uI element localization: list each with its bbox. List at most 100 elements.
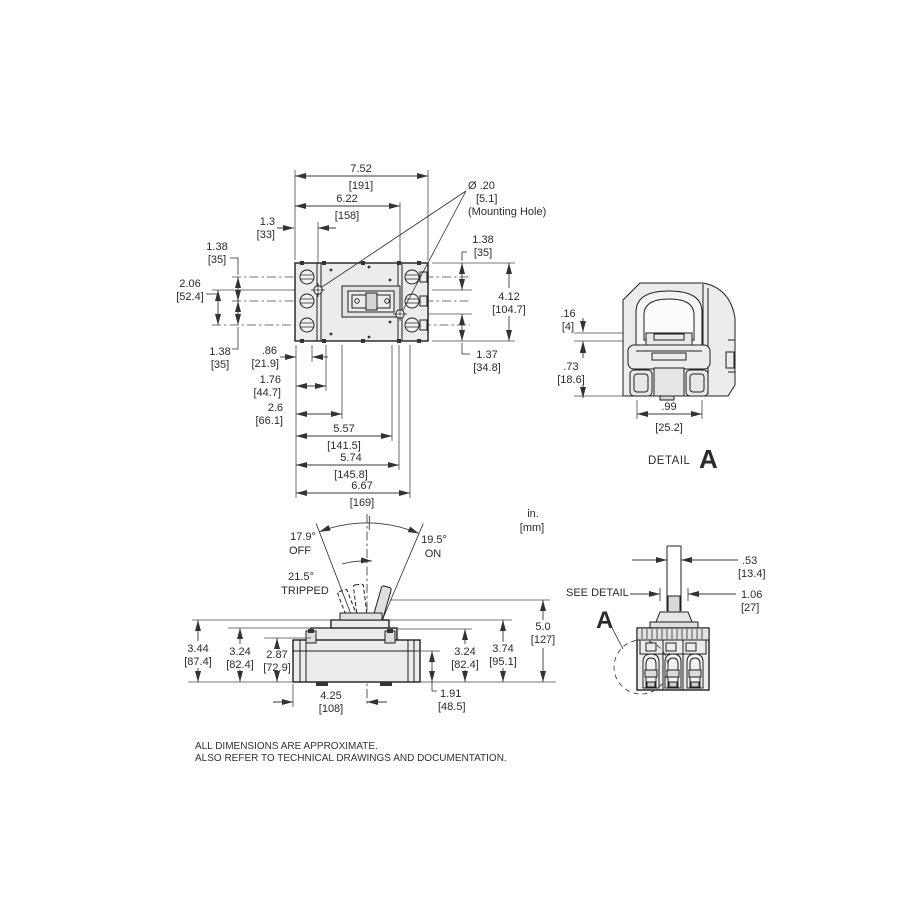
angle-on-label: ON: [425, 548, 442, 560]
lug-wing-right: [685, 369, 709, 397]
dim-left-top-mm: [35]: [208, 254, 226, 266]
dim-344-in: 3.44: [187, 643, 208, 655]
dim-overall-height-mm: [104.7]: [492, 304, 526, 316]
dim-425-mm: [108]: [319, 703, 343, 715]
dim-hole-offset-mm: [33]: [257, 229, 275, 241]
dim-574-mm: [145.8]: [334, 469, 368, 481]
dim-574-in: 5.74: [340, 452, 361, 464]
dim-287-in: 2.87: [266, 649, 287, 661]
dim-557-mm: [141.5]: [327, 440, 361, 452]
footer-notes: ALL DIMENSIONS ARE APPROXIMATE. ALSO REF…: [195, 741, 507, 764]
breaker-body-side: [292, 612, 421, 686]
dim-324l-mm: [82.4]: [226, 659, 254, 671]
dim-overall-width-mm: [191]: [349, 180, 373, 192]
handle-off-position: [337, 588, 361, 630]
detail-a-leader: [609, 623, 624, 650]
top-view-dimensions: 7.52 [191] 6.22 [158] 1.3 [33] Ø .20 [5.…: [176, 163, 546, 509]
end-view: SEE DETAIL A .53 [13.4] 1.06 [27]: [566, 545, 766, 695]
breaker-handle-top: [365, 292, 378, 311]
dim-557-in: 5.57: [333, 423, 354, 435]
dim-lip-mm: [4]: [562, 321, 574, 333]
dim-425-in: 4.25: [320, 690, 341, 702]
detail-a-letter: A: [699, 444, 718, 474]
dim-26-mm: [66.1]: [255, 415, 283, 427]
end-view-handle-stem: [649, 545, 699, 629]
detail-a-callout-circle: [613, 639, 669, 695]
dim-lip-in: .16: [560, 308, 575, 320]
angle-labels: 17.9° OFF 19.5° ON 21.5° TRIPPED: [281, 531, 447, 597]
dim-depth-mm: [18.6]: [557, 374, 585, 386]
dim-left-bottom-in: 1.38: [209, 346, 230, 358]
mounting-hole-mm: [5.1]: [476, 193, 497, 205]
dim-right-bottom-in: 1.37: [476, 349, 497, 361]
dim-overall-width-in: 7.52: [350, 163, 371, 175]
dim-176-mm: [44.7]: [253, 387, 281, 399]
dim-667-mm: [169]: [350, 497, 374, 509]
mounting-hole-1: [311, 283, 325, 297]
terminal-bay-1: [642, 653, 660, 689]
dim-right-top-mm: [35]: [474, 247, 492, 259]
angle-on-deg: 19.5°: [421, 534, 447, 546]
dim-287-mm: [72.9]: [263, 662, 291, 674]
dim-left-span-in: 2.06: [179, 278, 200, 290]
dim-right-bottom-mm: [34.8]: [473, 362, 501, 374]
dim-324r-mm: [82.4]: [451, 659, 479, 671]
detail-a-view: .16 [4] .73 [18.6] .99 [25.2] DETAIL A: [557, 282, 736, 474]
handle-recess: [341, 285, 401, 318]
dim-50-mm: [127]: [531, 634, 555, 646]
see-detail-label: SEE DETAIL: [566, 587, 629, 599]
detail-a-title: DETAIL: [648, 455, 691, 467]
lug-clamp: [645, 332, 693, 346]
end-view-dimensions: .53 [13.4] 1.06 [27]: [630, 555, 766, 614]
dim-inner-width-mm: [158]: [335, 210, 359, 222]
units-note: in. [mm]: [520, 508, 544, 534]
case-detail-dots: [329, 265, 392, 339]
mounting-hole-dia: Ø .20: [468, 180, 495, 192]
dim-lug-width-in: .99: [661, 401, 676, 413]
dim-left-bottom-mm: [35]: [211, 359, 229, 371]
dim-stem-width-in: .53: [742, 555, 757, 567]
dim-left-span-mm: [52.4]: [176, 291, 204, 303]
mounting-hole-2: [393, 307, 407, 321]
mounting-hole-callout: Ø .20 [5.1] (Mounting Hole): [321, 180, 546, 311]
dim-26-in: 2.6: [268, 402, 283, 414]
dim-324l-in: 3.24: [229, 646, 250, 658]
see-detail-letter: A: [596, 607, 613, 634]
dim-stem-width-mm: [13.4]: [738, 568, 766, 580]
units-in: in.: [527, 508, 539, 520]
detail-a-dimensions: .16 [4] .73 [18.6] .99 [25.2]: [557, 308, 702, 434]
mounting-hole-note: (Mounting Hole): [468, 206, 546, 218]
dim-176-in: 1.76: [260, 374, 281, 386]
dim-191-in: 1.91: [440, 688, 461, 700]
handle-angle-arcs: [319, 515, 420, 565]
top-view: 7.52 [191] 6.22 [158] 1.3 [33] Ø .20 [5.…: [176, 163, 546, 509]
end-view-body: [636, 627, 710, 691]
dim-lug-width-mm: [25.2]: [655, 422, 683, 434]
side-view: 17.9° OFF 19.5° ON 21.5° TRIPPED in. [mm…: [184, 508, 556, 715]
dim-50-in: 5.0: [535, 621, 550, 633]
lug-wing-left: [629, 369, 653, 397]
side-view-dimensions: 3.44 [87.4] 3.24 [82.4] 2.87 [72.9] 3.24…: [184, 600, 555, 715]
dim-667-in: 6.67: [351, 480, 372, 492]
angle-tripped-label: TRIPPED: [281, 585, 329, 597]
angle-off-label: OFF: [289, 545, 311, 557]
angle-off-deg: 17.9°: [290, 531, 316, 543]
dim-324r-in: 3.24: [454, 646, 475, 658]
dim-left-top-in: 1.38: [206, 241, 227, 253]
footer-line-1: ALL DIMENSIONS ARE APPROXIMATE.: [195, 741, 378, 752]
dim-086-mm: [21.9]: [251, 358, 279, 370]
terminal-bay-2: [664, 653, 682, 689]
terminal-bay-3: [686, 653, 704, 689]
units-mm: [mm]: [520, 522, 544, 534]
dim-086-in: .86: [262, 345, 277, 357]
dim-collar-width-mm: [27]: [741, 602, 759, 614]
side-view-extension-lines: [188, 599, 556, 707]
footer-line-2: ALSO REFER TO TECHNICAL DRAWINGS AND DOC…: [195, 753, 507, 764]
dim-344-mm: [87.4]: [184, 656, 212, 668]
dim-inner-width-in: 6.22: [336, 193, 357, 205]
dim-191-mm: [48.5]: [438, 701, 466, 713]
dim-depth-in: .73: [563, 361, 578, 373]
angle-tripped-deg: 21.5°: [288, 571, 314, 583]
